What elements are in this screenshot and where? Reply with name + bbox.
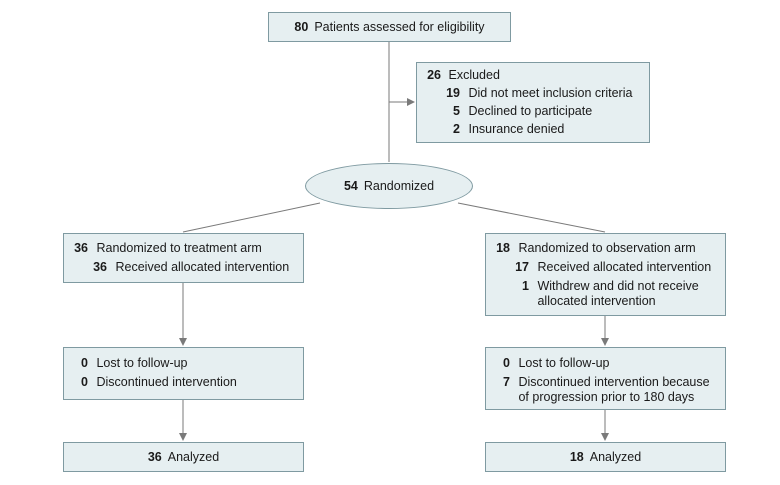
observation-discontinued-label-line2: of progression prior to 180 days bbox=[518, 390, 695, 404]
assessed-count: 80 bbox=[294, 20, 309, 34]
observation-allocation-label: Randomized to observation arm bbox=[518, 241, 696, 255]
observation-allocation-box: 18 Randomized to observation arm 17 Rece… bbox=[485, 233, 726, 316]
treatment-followup-box: 0 Lost to follow-up 0 Discontinued inter… bbox=[63, 347, 304, 400]
exclusion-count: 19 bbox=[446, 86, 460, 100]
randomized-ellipse: 54 Randomized bbox=[305, 163, 473, 209]
treatment-received-label: Received allocated intervention bbox=[115, 260, 290, 274]
observation-analyzed-label: Analyzed bbox=[589, 450, 642, 464]
treatment-analyzed-label: Analyzed bbox=[167, 450, 220, 464]
observation-received-label: Received allocated intervention bbox=[537, 260, 712, 274]
randomized-count: 54 bbox=[343, 179, 358, 193]
observation-analyzed-count: 18 bbox=[569, 450, 584, 464]
treatment-lost-count: 0 bbox=[81, 356, 88, 370]
observation-withdrew-count: 1 bbox=[522, 279, 529, 293]
treatment-discontinued-count: 0 bbox=[81, 375, 88, 389]
treatment-allocation-label: Randomized to treatment arm bbox=[96, 241, 262, 255]
exclusion-reason: Declined to participate bbox=[468, 104, 593, 118]
treatment-allocation-count: 36 bbox=[74, 241, 88, 255]
randomized-to-observation-line bbox=[457, 202, 606, 233]
randomized-label: Randomized bbox=[363, 179, 435, 193]
observation-followup-box: 0 Lost to follow-up 7 Discontinued inter… bbox=[485, 347, 726, 410]
observation-lost-count: 0 bbox=[503, 356, 510, 370]
exclusion-reason: Insurance denied bbox=[468, 122, 565, 136]
assessed-label: Patients assessed for eligibility bbox=[314, 20, 485, 34]
exclusion-count: 5 bbox=[453, 104, 460, 118]
observation-analyzed-box: 18 Analyzed bbox=[485, 442, 726, 472]
treatment-lost-label: Lost to follow-up bbox=[96, 356, 188, 370]
observation-received-count: 17 bbox=[515, 260, 529, 274]
observation-withdrew-label-line1: Withdrew and did not receive bbox=[537, 279, 699, 293]
exclusion-count: 2 bbox=[453, 122, 460, 136]
excluded-count: 26 bbox=[427, 68, 441, 82]
observation-discontinued-count: 7 bbox=[503, 375, 510, 389]
assessed-box: 80 Patients assessed for eligibility bbox=[268, 12, 511, 42]
randomized-to-treatment-line bbox=[182, 202, 321, 233]
excluded-label: Excluded bbox=[448, 68, 500, 82]
treatment-analyzed-box: 36 Analyzed bbox=[63, 442, 304, 472]
observation-allocation-count: 18 bbox=[496, 241, 510, 255]
observation-lost-label: Lost to follow-up bbox=[518, 356, 610, 370]
treatment-allocation-box: 36 Randomized to treatment arm 36 Receiv… bbox=[63, 233, 304, 283]
treatment-analyzed-count: 36 bbox=[147, 450, 162, 464]
observation-discontinued-label-line1: Discontinued intervention because bbox=[518, 375, 710, 389]
observation-withdrew-label-line2: allocated intervention bbox=[537, 294, 656, 308]
excluded-box: 26 Excluded 19 Did not meet inclusion cr… bbox=[416, 62, 650, 143]
treatment-received-count: 36 bbox=[93, 260, 107, 274]
exclusion-reason: Did not meet inclusion criteria bbox=[468, 86, 633, 100]
treatment-discontinued-label: Discontinued intervention bbox=[96, 375, 237, 389]
